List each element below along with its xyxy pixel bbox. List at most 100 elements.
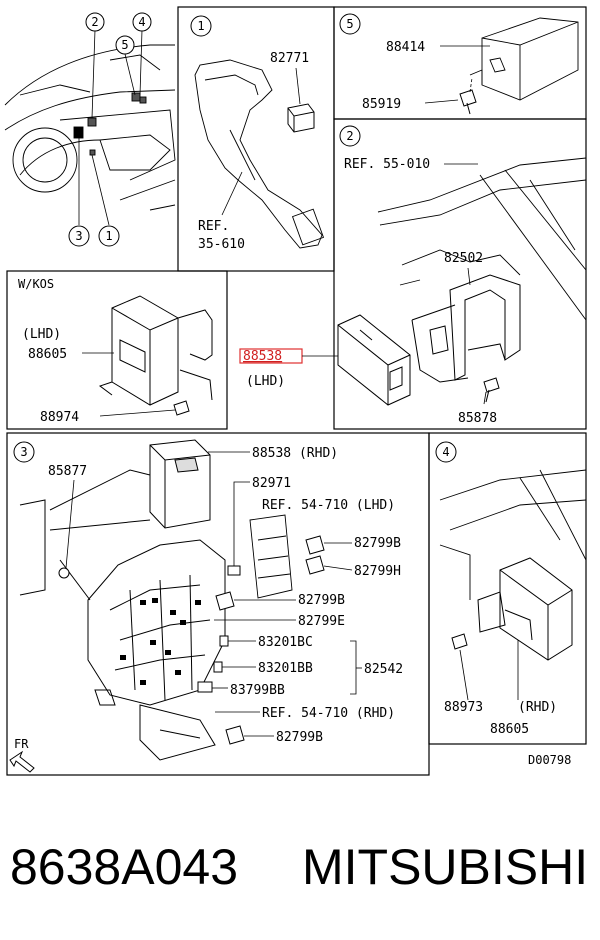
svg-text:1: 1 <box>105 229 112 243</box>
part-82799b-b: 82799B <box>298 593 345 608</box>
callout-5-overview <box>115 35 135 55</box>
bolt-82971-icon <box>227 565 241 576</box>
module-88605-lhd-drawing <box>98 295 213 406</box>
relay-82771-icon <box>287 103 315 133</box>
svg-text:4: 4 <box>442 445 449 459</box>
svg-text:5: 5 <box>346 17 353 31</box>
part-85878: 85878 <box>458 411 497 426</box>
part-83201bc: 83201BC <box>258 635 313 650</box>
part-88538-lhd-highlighted: 88538 <box>243 349 282 364</box>
panel-2-frame <box>333 118 587 430</box>
relay-82799h-icon <box>305 555 325 575</box>
leader-88974 <box>99 409 176 417</box>
part-82771: 82771 <box>270 51 309 66</box>
part-88973: 88973 <box>444 700 483 715</box>
ref-55-010: REF. 55-010 <box>344 157 430 172</box>
svg-text:4: 4 <box>138 15 145 29</box>
leader-88973 <box>459 649 469 701</box>
junction-block-details <box>120 598 201 685</box>
part-88605-lhd: 88605 <box>28 347 67 362</box>
panel-wkos-frame <box>6 270 228 430</box>
ref-54-710-lhd: REF. 54-710 (LHD) <box>262 498 395 513</box>
ref-35-610-line2: 35-610 <box>198 237 245 252</box>
leader-ref-35-610 <box>221 171 243 216</box>
lhd-label-88605: (LHD) <box>22 327 61 342</box>
bracket-82542-group <box>350 640 357 695</box>
callout-4 <box>435 441 457 463</box>
part-82799h: 82799H <box>354 564 401 579</box>
callout-4-overview <box>132 12 152 32</box>
part-82799b-a: 82799B <box>354 536 401 551</box>
wkos-label: W/KOS <box>18 277 54 291</box>
part-82799e: 82799E <box>298 614 345 629</box>
callout-2-overview <box>85 12 105 32</box>
leader-82771 <box>295 67 301 105</box>
overview-leader-lines <box>78 29 143 226</box>
callout-3 <box>13 441 35 463</box>
parts-diagram: 2 4 5 3 1 1 82771 REF. 35-610 5 88414 <box>4 6 587 776</box>
part-82502: 82502 <box>444 251 483 266</box>
leader-85878 <box>483 391 487 405</box>
overview-callouts: 2 4 5 3 1 <box>68 12 152 247</box>
part-83201bb: 83201BB <box>258 661 313 676</box>
callout-2 <box>339 125 361 147</box>
brand-caption: MITSUBISHI <box>302 839 589 895</box>
panel-4-frame <box>428 432 587 745</box>
leader-82799h <box>323 565 353 571</box>
screw-85878-icon <box>483 377 500 403</box>
panel-4-structure-drawing <box>439 469 587 600</box>
leader-85919 <box>424 99 459 104</box>
leader-82502 <box>467 267 471 286</box>
screw-guide-85919 <box>469 77 473 93</box>
ref-35-610-line1: REF. <box>198 219 229 234</box>
fuse-83201bb-icon <box>213 661 223 673</box>
callout-3-overview <box>68 225 90 247</box>
diagram-code: D00798 <box>528 753 571 767</box>
part-82542: 82542 <box>364 662 403 677</box>
ref-54-710-rhd: REF. 54-710 (RHD) <box>262 706 395 721</box>
part-88605-rhd: 88605 <box>490 722 529 737</box>
part-88414: 88414 <box>386 40 425 55</box>
module-88414-drawing <box>469 17 579 101</box>
pedal-bracket-drawing <box>194 59 325 249</box>
relay-82799b-b-icon <box>215 591 235 611</box>
part-88538-rhd: 88538 (RHD) <box>252 446 338 461</box>
svg-text:3: 3 <box>75 229 82 243</box>
svg-text:2: 2 <box>91 15 98 29</box>
callout-5 <box>339 13 361 35</box>
nut-85877-icon <box>58 567 70 579</box>
panel-frames <box>6 6 587 776</box>
relay-panel-lhd-drawing <box>249 514 293 599</box>
rhd-label-88605: (RHD) <box>518 700 557 715</box>
part-number-caption: 8638A043 <box>10 839 239 895</box>
relay-82799b-a-icon <box>305 535 325 555</box>
caption: 8638A043 MITSUBISHI <box>0 838 600 908</box>
callout-1 <box>190 15 212 37</box>
callout-1-overview <box>98 225 120 247</box>
part-83799bb: 83799BB <box>230 683 285 698</box>
relay-82799b-c-icon <box>225 725 245 745</box>
svg-text:2: 2 <box>346 129 353 143</box>
svg-text:5: 5 <box>121 38 128 52</box>
dashboard-structure-drawing <box>377 157 587 321</box>
screw-85919-icon <box>459 89 477 115</box>
part-85877: 85877 <box>48 464 87 479</box>
front-arrow-icon <box>9 750 35 773</box>
leader-82971 <box>233 481 250 566</box>
vehicle-overview-drawing <box>4 44 176 211</box>
svg-text:3: 3 <box>20 445 27 459</box>
module-88605-rhd-drawing <box>477 557 573 661</box>
fuse-83799bb-icon <box>197 681 213 693</box>
fuse-83201bc-icon <box>219 635 229 647</box>
screw-88974-icon <box>173 400 190 416</box>
ecu-88538-drawing <box>337 314 411 406</box>
part-82799b-c: 82799B <box>276 730 323 745</box>
front-label: FR <box>14 737 29 751</box>
lhd-label-88538: (LHD) <box>246 374 285 389</box>
junction-block-drawing <box>19 439 226 761</box>
bracket-82502-drawing <box>411 274 521 383</box>
part-88974: 88974 <box>40 410 79 425</box>
part-82971: 82971 <box>252 476 291 491</box>
screw-88973-icon <box>451 633 468 650</box>
part-85919: 85919 <box>362 97 401 112</box>
